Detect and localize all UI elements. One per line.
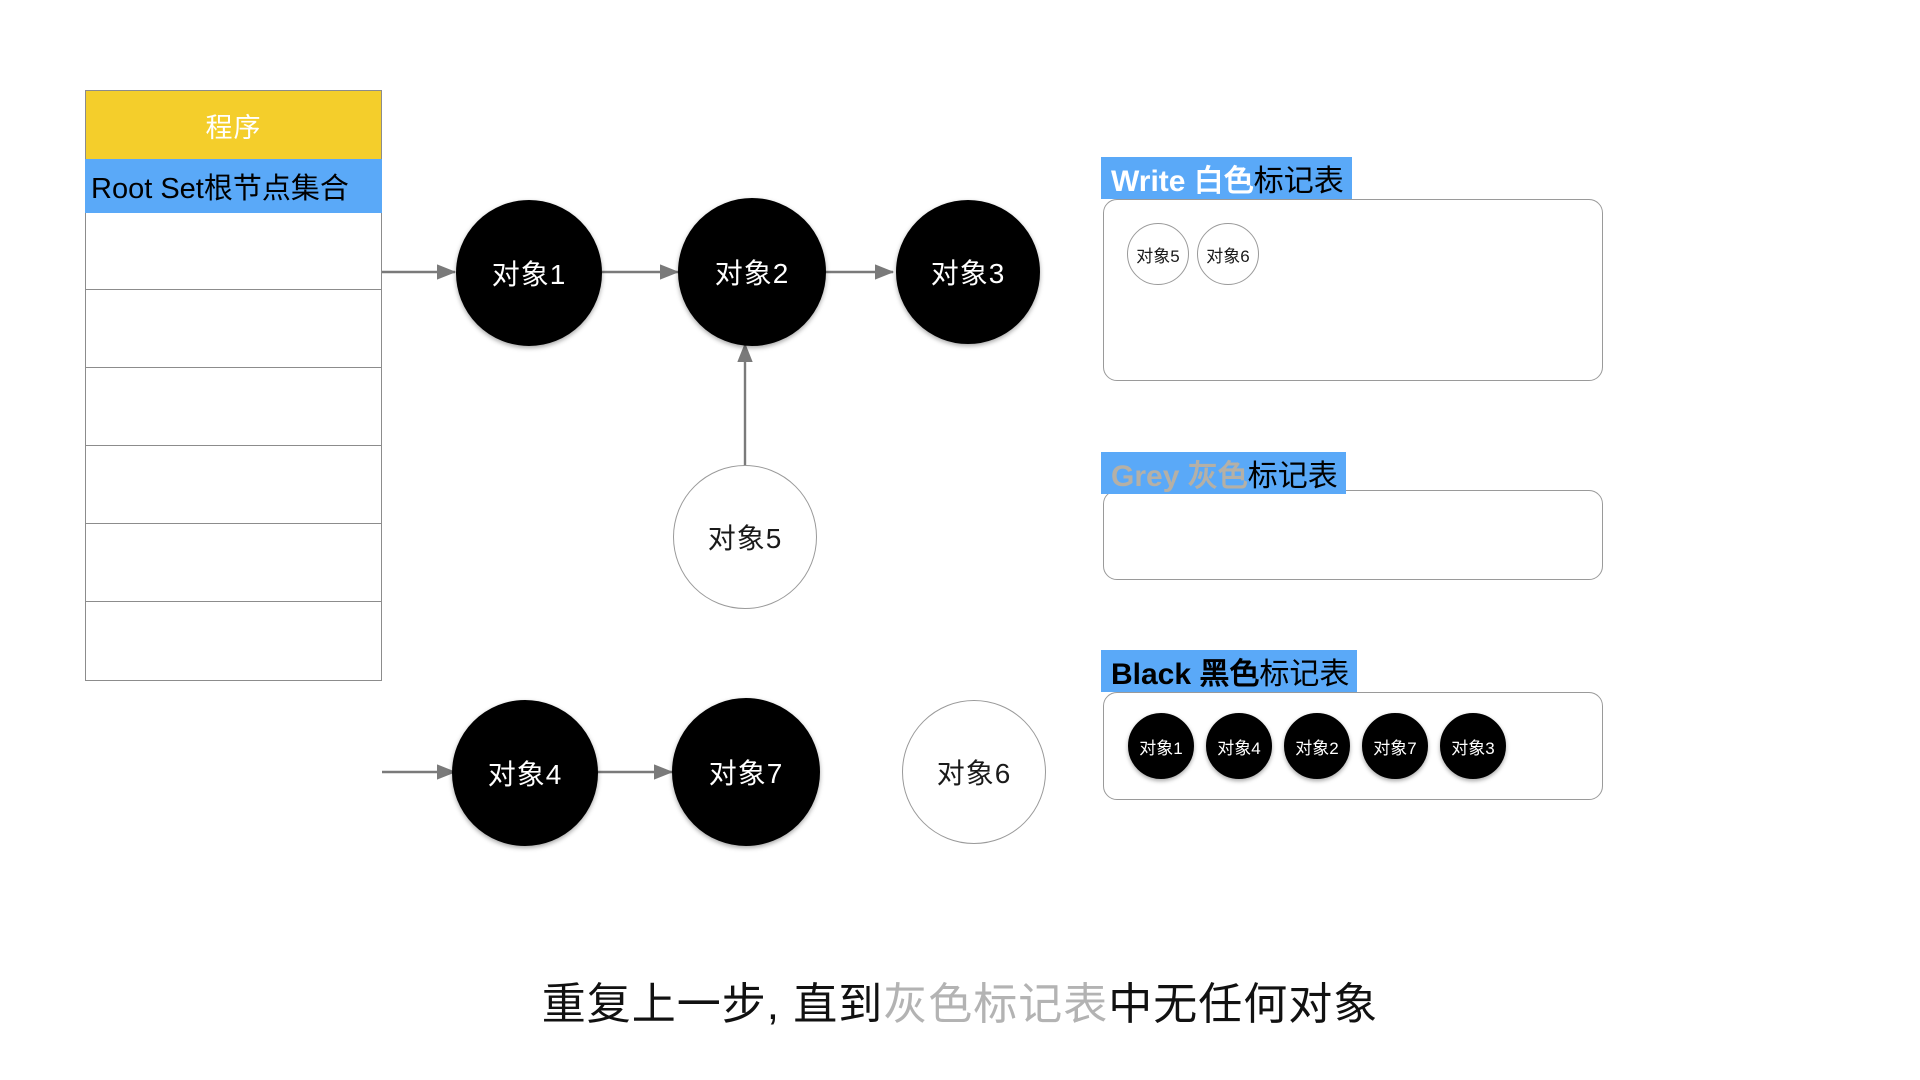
table-row [86,524,381,602]
graph-node-obj4[interactable]: 对象4 [452,700,598,846]
caption-part1: 重复上一步, 直到 [541,980,884,1029]
mark-chip-label: 对象2 [1295,738,1339,758]
graph-node-label: 对象3 [930,258,1006,289]
white-mark-tail: 标记表 [1253,165,1344,198]
mark-chip-label: 对象5 [1136,246,1180,266]
graph-node-label: 对象5 [707,523,783,554]
graph-node-label: 对象6 [936,758,1012,789]
graph-node-label: 对象4 [487,759,563,790]
graph-node-obj1[interactable]: 对象1 [456,200,602,346]
grey-mark-tail: 标记表 [1247,460,1338,493]
mark-chip-obj2[interactable]: 对象2 [1284,713,1350,779]
table-row [86,602,381,680]
black-mark-table-label: Black 黑色 标记表 [1101,650,1358,692]
program-title: 程序 [205,112,262,143]
grey-mark-table-box [1103,490,1603,580]
table-row [86,290,381,368]
graph-node-label: 对象1 [491,259,567,290]
mark-chip-obj7[interactable]: 对象7 [1362,713,1428,779]
root-set-rows [85,212,382,681]
mark-chip-label: 对象6 [1206,246,1250,266]
mark-chip-obj5[interactable]: 对象5 [1127,223,1189,285]
graph-node-obj3[interactable]: 对象3 [896,200,1040,344]
white-mark-table-label: Write 白色 标记表 [1101,157,1352,199]
mark-chip-obj1[interactable]: 对象1 [1128,713,1194,779]
mark-chip-label: 对象7 [1373,738,1417,758]
mark-chip-obj6[interactable]: 对象6 [1197,223,1259,285]
white-mark-table-items: 对象5 对象6 [1127,223,1267,285]
mark-chip-label: 对象1 [1139,738,1183,758]
table-row [86,446,381,524]
black-mark-keyword: Black 黑色 [1111,658,1260,691]
table-row [86,368,381,446]
program-root-set-table: 程序 Root Set根节点集合 [85,90,382,681]
black-mark-table-items: 对象1 对象4 对象2 对象7 对象3 [1128,713,1518,779]
table-row [86,212,381,290]
mark-chip-obj4[interactable]: 对象4 [1206,713,1272,779]
graph-node-obj5[interactable]: 对象5 [673,465,817,609]
caption-part2: 中无任何对象 [1108,980,1379,1029]
graph-node-label: 对象2 [714,258,790,289]
mark-chip-label: 对象3 [1451,738,1495,758]
black-mark-tail: 标记表 [1259,658,1350,691]
white-mark-table-box [1103,199,1603,381]
root-set-label: Root Set根节点集合 [91,173,349,205]
graph-node-label: 对象7 [708,758,784,789]
graph-node-obj2[interactable]: 对象2 [678,198,826,346]
mark-chip-obj3[interactable]: 对象3 [1440,713,1506,779]
program-header: 程序 [85,90,382,160]
root-set-header: Root Set根节点集合 [85,159,382,213]
graph-node-obj6[interactable]: 对象6 [902,700,1046,844]
white-mark-keyword: Write 白色 [1111,165,1254,198]
grey-mark-keyword: Grey 灰色 [1111,460,1248,493]
graph-node-obj7[interactable]: 对象7 [672,698,820,846]
diagram-caption: 重复上一步, 直到灰色标记表中无任何对象 [0,968,1920,1032]
grey-mark-table-label: Grey 灰色 标记表 [1101,452,1346,494]
mark-chip-label: 对象4 [1217,738,1261,758]
caption-highlight: 灰色标记表 [883,980,1109,1029]
